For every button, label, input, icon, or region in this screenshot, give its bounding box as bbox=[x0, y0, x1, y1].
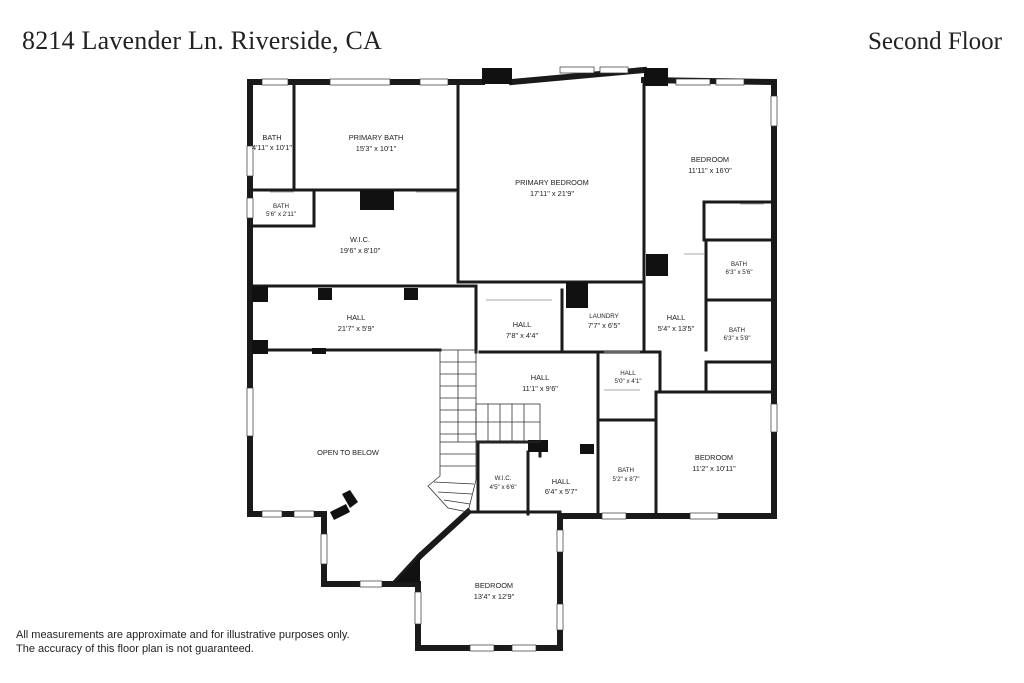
hall5-dim: 5'0" x 4'1" bbox=[614, 378, 641, 385]
hall6-dim: 6'4" x 5'7" bbox=[545, 487, 578, 496]
bath5-dim: 5'2" x 8'7" bbox=[612, 476, 639, 483]
disclaimer-line-1: All measurements are approximate and for… bbox=[16, 629, 350, 641]
bath2-dim: 5'6" x 2'11" bbox=[266, 211, 296, 218]
bath2-name: BATH bbox=[273, 203, 289, 210]
bath3-dim: 6'3" x 5'6" bbox=[725, 269, 752, 276]
hall4-name: HALL bbox=[531, 373, 550, 382]
hall3-name: HALL bbox=[667, 313, 686, 322]
bedroom-ne-name: BEDROOM bbox=[691, 155, 729, 164]
hall1-dim: 21'7" x 5'9" bbox=[338, 324, 375, 333]
bath3-name: BATH bbox=[731, 261, 747, 268]
hall3-dim: 5'4" x 13'5" bbox=[658, 324, 695, 333]
wic1-name: W.I.C. bbox=[350, 235, 370, 244]
walls bbox=[247, 66, 777, 651]
primary-bath-dim: 15'3" x 10'1" bbox=[356, 144, 397, 153]
bedroom-ne-dim: 11'11" x 16'0" bbox=[688, 166, 732, 175]
staircase bbox=[427, 349, 541, 513]
hall2-name: HALL bbox=[513, 320, 532, 329]
bedroom-e-name: BEDROOM bbox=[695, 453, 733, 462]
bath4-name: BATH bbox=[729, 327, 745, 334]
door-openings bbox=[270, 191, 764, 391]
windows bbox=[246, 66, 778, 652]
bedroom-e-dim: 11'2" x 10'11" bbox=[692, 464, 736, 473]
room-labels: BATH 4'11" x 10'1" PRIMARY BATH 15'3" x … bbox=[252, 133, 753, 601]
property-address: 8214 Lavender Ln. Riverside, CA bbox=[22, 26, 383, 55]
floor-title: Second Floor bbox=[867, 28, 1002, 55]
disclaimer: All measurements are approximate and for… bbox=[16, 628, 350, 656]
hall2-dim: 7'8" x 4'4" bbox=[506, 331, 539, 340]
bath1-dim: 4'11" x 10'1" bbox=[252, 143, 292, 152]
disclaimer-line-2: The accuracy of this floor plan is not g… bbox=[16, 643, 254, 655]
wic1-dim: 19'6" x 8'10" bbox=[340, 246, 381, 255]
primary-bedroom-dim: 17'11" x 21'9" bbox=[530, 189, 574, 198]
open-to-below-name: OPEN TO BELOW bbox=[317, 448, 379, 457]
primary-bath-name: PRIMARY BATH bbox=[349, 133, 404, 142]
hall4-dim: 11'1" x 9'6" bbox=[522, 384, 558, 393]
laundry-name: LAUNDRY bbox=[589, 313, 618, 320]
bedroom-s-name: BEDROOM bbox=[475, 581, 513, 590]
wic2-name: W.I.C. bbox=[495, 475, 512, 482]
structural-blocks bbox=[252, 68, 668, 582]
bath5-name: BATH bbox=[618, 467, 634, 474]
hall5-name: HALL bbox=[620, 370, 636, 377]
primary-bedroom-name: PRIMARY BEDROOM bbox=[515, 178, 589, 187]
hall1-name: HALL bbox=[347, 313, 366, 322]
bath1-name: BATH bbox=[262, 133, 281, 142]
bedroom-s-dim: 13'4" x 12'9" bbox=[474, 592, 515, 601]
hall6-name: HALL bbox=[552, 477, 571, 486]
wic2-dim: 4'5" x 6'6" bbox=[489, 484, 516, 491]
bath4-dim: 6'3" x 5'8" bbox=[723, 335, 750, 342]
laundry-dim: 7'7" x 6'5" bbox=[588, 321, 621, 330]
